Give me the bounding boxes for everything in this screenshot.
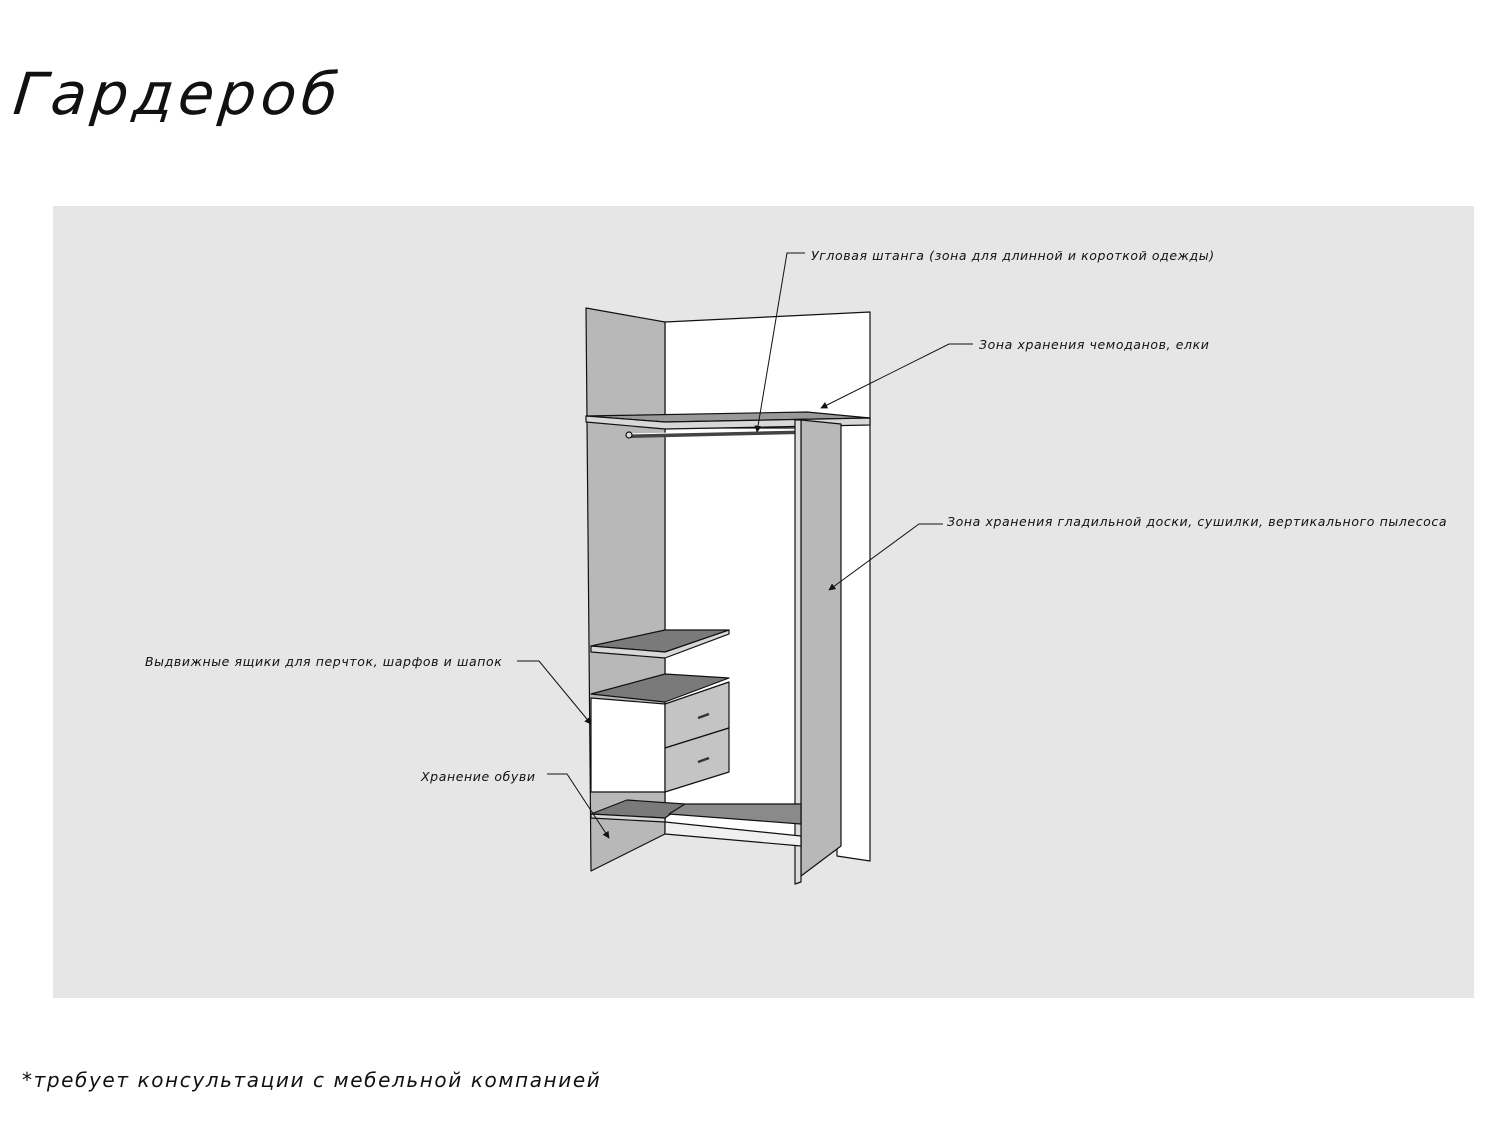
callout-ironing-zone: Зона хранения гладильной доски, сушилки,… <box>947 514 1448 529</box>
footnote: *требует консультации с мебельной компан… <box>22 1068 602 1092</box>
leader-corner-rod <box>754 252 805 433</box>
divider-front-edge <box>794 419 802 885</box>
callout-corner-rod: Угловая штанга (зона для длинной и корот… <box>811 248 1215 263</box>
drawing-panel: Угловая штанга (зона для длинной и корот… <box>53 206 1474 998</box>
hanging-rod <box>627 430 802 438</box>
page-title: Гардероб <box>10 60 347 128</box>
callout-drawers: Выдвижные ящики для перчток, шарфов и ша… <box>145 654 503 669</box>
callout-shoes: Хранение обуви <box>421 769 536 784</box>
wardrobe-drawing <box>517 252 973 885</box>
callout-suitcase-zone: Зона хранения чемоданов, елки <box>979 337 1210 352</box>
leader-ironing-zone <box>828 523 943 591</box>
drawer-front-bottom <box>664 727 730 793</box>
back-wall-upper <box>664 311 871 419</box>
divider-panel <box>800 419 842 877</box>
shoe-shelf-upper <box>668 803 802 825</box>
leader-drawers <box>517 660 592 725</box>
leader-shoes <box>547 773 610 839</box>
leader-suitcase-zone <box>820 343 973 409</box>
drawer-unit-side <box>590 697 666 793</box>
drawer-unit-top <box>590 673 730 703</box>
right-outer-panel <box>836 417 871 862</box>
